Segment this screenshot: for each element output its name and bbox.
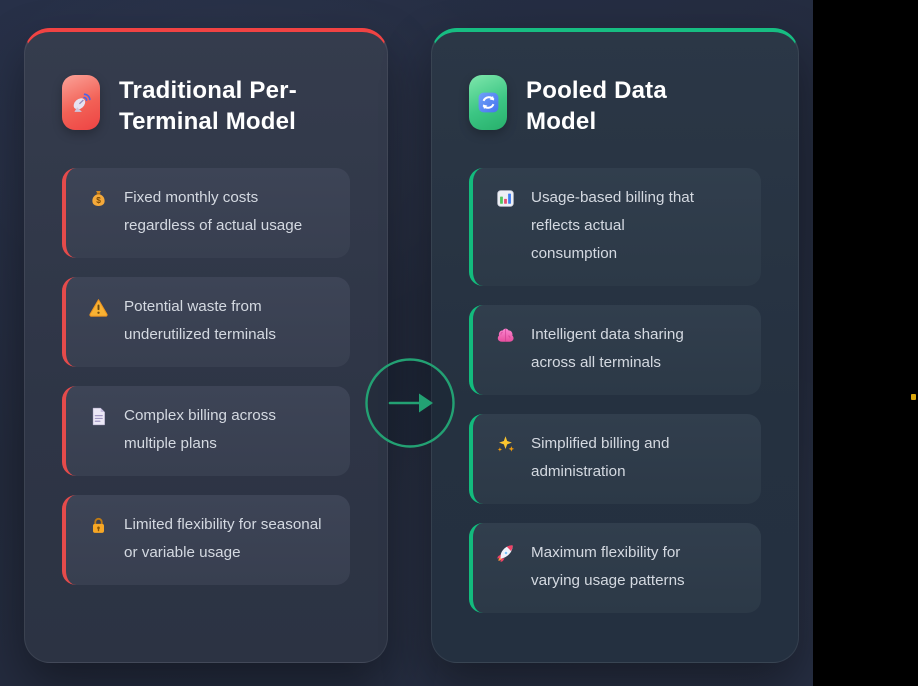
feature-item: Intelligent data sharing across all term…	[469, 305, 761, 395]
lock-icon	[92, 518, 105, 533]
warning-icon	[89, 299, 108, 317]
bar-chart-icon	[497, 190, 514, 207]
feature-item: $ Fixed monthly costs regardless of actu…	[62, 168, 350, 258]
feature-text: Complex billing across multiple plans	[124, 407, 276, 452]
sparkles-icon	[497, 436, 515, 452]
brain-icon	[497, 328, 514, 342]
cursor-dot	[911, 394, 916, 400]
card-header: Traditional Per-Terminal Model	[62, 32, 350, 137]
feature-item: Potential waste from underutilized termi…	[62, 277, 350, 367]
feature-text: Simplified billing and administration	[531, 435, 670, 480]
document-icon	[92, 407, 105, 426]
satellite-dish-icon	[62, 75, 100, 130]
feature-text: Intelligent data sharing across all term…	[531, 326, 684, 371]
feature-text: Fixed monthly costs regardless of actual…	[124, 189, 303, 234]
arrow-right-icon	[364, 357, 456, 449]
feature-item: Limited flexibility for seasonal or vari…	[62, 495, 350, 585]
feature-item: Simplified billing and administration	[469, 414, 761, 504]
svg-text:$: $	[96, 195, 101, 205]
pooled-model-card: Pooled Data Model Usage-based billing th…	[431, 28, 799, 663]
feature-item: Complex billing across multiple plans	[62, 386, 350, 476]
feature-text: Limited flexibility for seasonal or vari…	[124, 516, 322, 561]
feature-item: Maximum flexibility for varying usage pa…	[469, 523, 761, 613]
card-title: Pooled Data Model	[526, 77, 667, 135]
card-header: Pooled Data Model	[469, 32, 761, 137]
money-bag-icon: $	[92, 190, 105, 207]
feature-text: Maximum flexibility for varying usage pa…	[531, 544, 685, 589]
feature-text: Potential waste from underutilized termi…	[124, 298, 276, 343]
rocket-icon	[497, 545, 513, 562]
feature-list: $ Fixed monthly costs regardless of actu…	[62, 168, 350, 585]
black-side-panel	[813, 0, 918, 686]
feature-text: Usage-based billing that reflects actual…	[531, 189, 694, 262]
feature-list: Usage-based billing that reflects actual…	[469, 168, 761, 613]
feature-item: Usage-based billing that reflects actual…	[469, 168, 761, 286]
card-title: Traditional Per-Terminal Model	[119, 77, 297, 135]
refresh-icon	[469, 75, 507, 130]
traditional-model-card: Traditional Per-Terminal Model $ Fixed m…	[24, 28, 388, 663]
